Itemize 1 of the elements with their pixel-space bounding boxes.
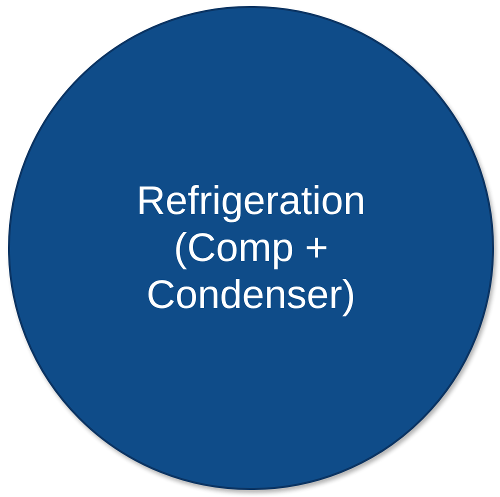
node-label: Refrigeration (Comp + Condenser) bbox=[135, 178, 366, 318]
